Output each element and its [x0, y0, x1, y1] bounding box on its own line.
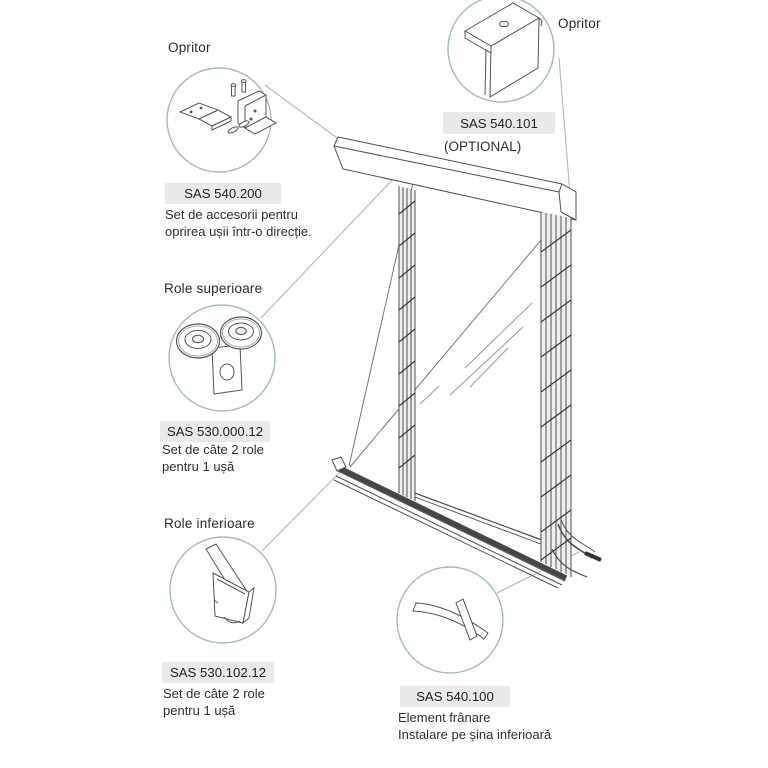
part-desc-upper-rollers: Set de câte 2 role pentru 1 ușă	[162, 442, 264, 475]
circle-stopper-right	[447, 0, 555, 103]
rail-left-end-cap	[331, 456, 347, 472]
desc-line-1: Set de câte 2 role	[162, 442, 264, 457]
circle-brake	[396, 566, 504, 674]
stopper-accessories-icon	[178, 79, 278, 135]
part-code-brake: SAS 540.100	[400, 686, 510, 707]
right-post	[540, 212, 572, 577]
part-label-upper-rollers: Role superioare	[164, 281, 263, 296]
leader-lines	[260, 57, 580, 594]
part-code-stopper-left: SAS 540.200	[165, 183, 281, 204]
upper-rollers-icon	[175, 316, 263, 395]
bottom-cables	[551, 519, 602, 578]
desc-line-2: pentru 1 ușă	[163, 702, 236, 718]
circle-upper-rollers	[168, 304, 276, 412]
circle-lower-rollers	[169, 536, 277, 644]
leader-stopper-left	[264, 84, 338, 139]
left-post	[398, 186, 416, 501]
part-note-stopper-right: (OPTIONAL)	[444, 139, 522, 154]
lower-rollers-icon	[205, 543, 255, 625]
brake-element-icon	[412, 598, 489, 641]
part-label-stopper-left: Opritor	[168, 40, 211, 55]
desc-line-2: oprirea ușii într-o direcție.	[165, 223, 312, 239]
desc-line-1: Element frânare	[398, 710, 491, 725]
top-rail	[333, 136, 577, 221]
part-desc-brake: Element frânare Instalare pe șina inferi…	[398, 709, 551, 743]
stopper-cover-icon	[464, 2, 543, 98]
part-desc-stopper-left: Set de accesorii pentru oprirea ușii înt…	[165, 207, 312, 240]
part-code-stopper-right: SAS 540.101	[443, 112, 555, 134]
desc-line-2: Instalare pe șina inferioară	[398, 727, 552, 742]
leader-lower-rollers	[261, 465, 347, 552]
part-label-lower-rollers: Role inferioare	[164, 516, 255, 531]
door-frame-illustration	[331, 136, 602, 589]
diagonal-guide-lines	[348, 182, 569, 468]
bottom-rail	[331, 456, 568, 589]
part-code-upper-rollers: SAS 530.000.12	[160, 421, 270, 442]
part-code-lower-rollers: SAS 530.102.12	[162, 662, 274, 683]
desc-line-1: Set de câte 2 role	[163, 686, 265, 701]
part-desc-lower-rollers: Set de câte 2 role pentru 1 ușă	[163, 686, 265, 719]
glass-reflections	[419, 302, 533, 405]
leader-upper-rollers	[260, 176, 396, 319]
desc-line-2: pentru 1 ușă	[162, 458, 235, 474]
part-label-stopper-right: Opritor	[558, 16, 601, 31]
desc-line-1: Set de accesorii pentru	[165, 207, 298, 222]
glass-bottom-edge	[411, 491, 551, 548]
leader-stopper-right	[558, 57, 571, 195]
